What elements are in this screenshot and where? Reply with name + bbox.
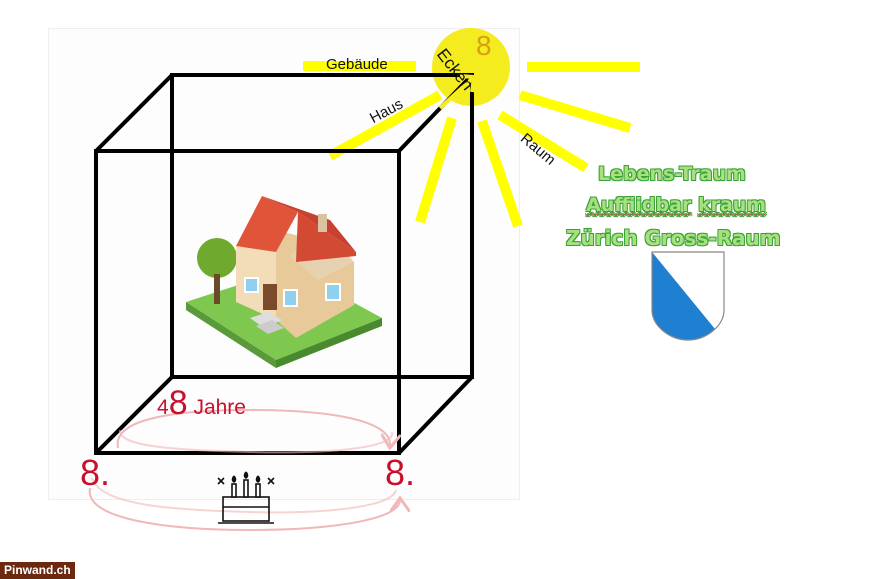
corner-number-right: 8. <box>385 452 416 493</box>
age-digit-small: 4 <box>157 396 169 419</box>
age-digit-big: 8 <box>168 384 188 422</box>
tree-icon <box>197 238 237 278</box>
sun-icon <box>432 28 510 106</box>
sun-number: 8 <box>476 30 492 61</box>
affordable-word: Auffiidbar <box>586 194 692 216</box>
kraum-word: kraum <box>697 194 767 216</box>
cycle-arrows <box>88 408 400 532</box>
corner-number-left: 8. <box>80 452 111 493</box>
life-dream-text: Lebens-Traum <box>598 163 746 185</box>
age-unit: Jahre <box>193 396 246 419</box>
building-label: Gebäude <box>326 56 388 73</box>
affordable-space-text: Auffiidbar kraum <box>586 194 766 216</box>
sun-rays <box>303 61 640 228</box>
birthday-cake-icon <box>217 471 275 524</box>
watermark: Pinwand.ch <box>0 562 75 579</box>
corner-arrow <box>438 74 477 110</box>
house-illustration <box>186 196 382 368</box>
age-label: 48 Jahre <box>157 384 246 423</box>
zurich-region-text: Zürich Gross-Raum <box>566 226 781 250</box>
zurich-coat-of-arms <box>651 251 725 341</box>
